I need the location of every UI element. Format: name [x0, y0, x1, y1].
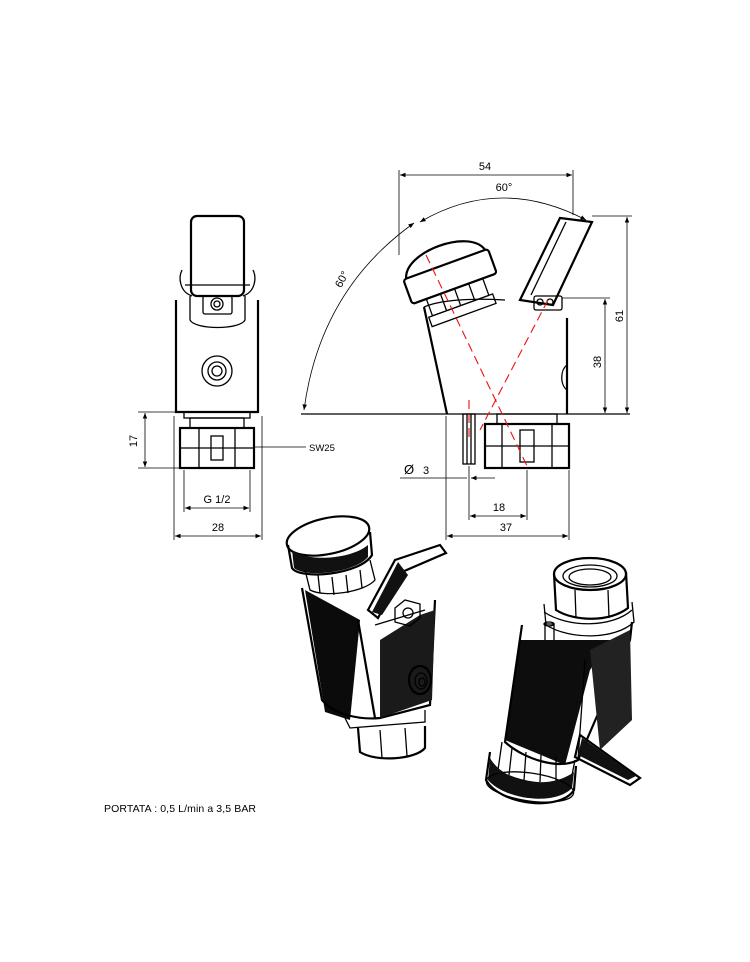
dim-28: 28: [212, 522, 224, 534]
dim-54: 54: [479, 161, 491, 173]
dim-61: 61: [614, 310, 626, 322]
dim-17: 17: [128, 435, 140, 447]
dim-g12: G 1/2: [204, 494, 231, 506]
isometric-view-front: [285, 515, 448, 760]
dim-phi3: 3: [423, 465, 429, 477]
dim-37: 37: [500, 522, 512, 534]
flow-rate-note: PORTATA : 0,5 L/min a 3,5 BAR: [104, 803, 257, 815]
dim-sw25: SW25: [309, 443, 335, 454]
dim-60-top: 60°: [496, 182, 513, 194]
front-view: [174, 214, 260, 470]
dim-38: 38: [592, 356, 604, 368]
dim-18: 18: [493, 502, 505, 514]
isometric-view-rear: [484, 556, 642, 805]
dim-phi-symbol: Ø: [404, 462, 414, 477]
side-view: [301, 216, 630, 470]
side-view-dimensions: 54 60° 60° 61 38 Ø 3 18 37: [302, 161, 632, 540]
front-view-dimensions: 17 SW25 G 1/2 28: [128, 411, 335, 540]
dim-60-left: 60°: [333, 269, 351, 289]
